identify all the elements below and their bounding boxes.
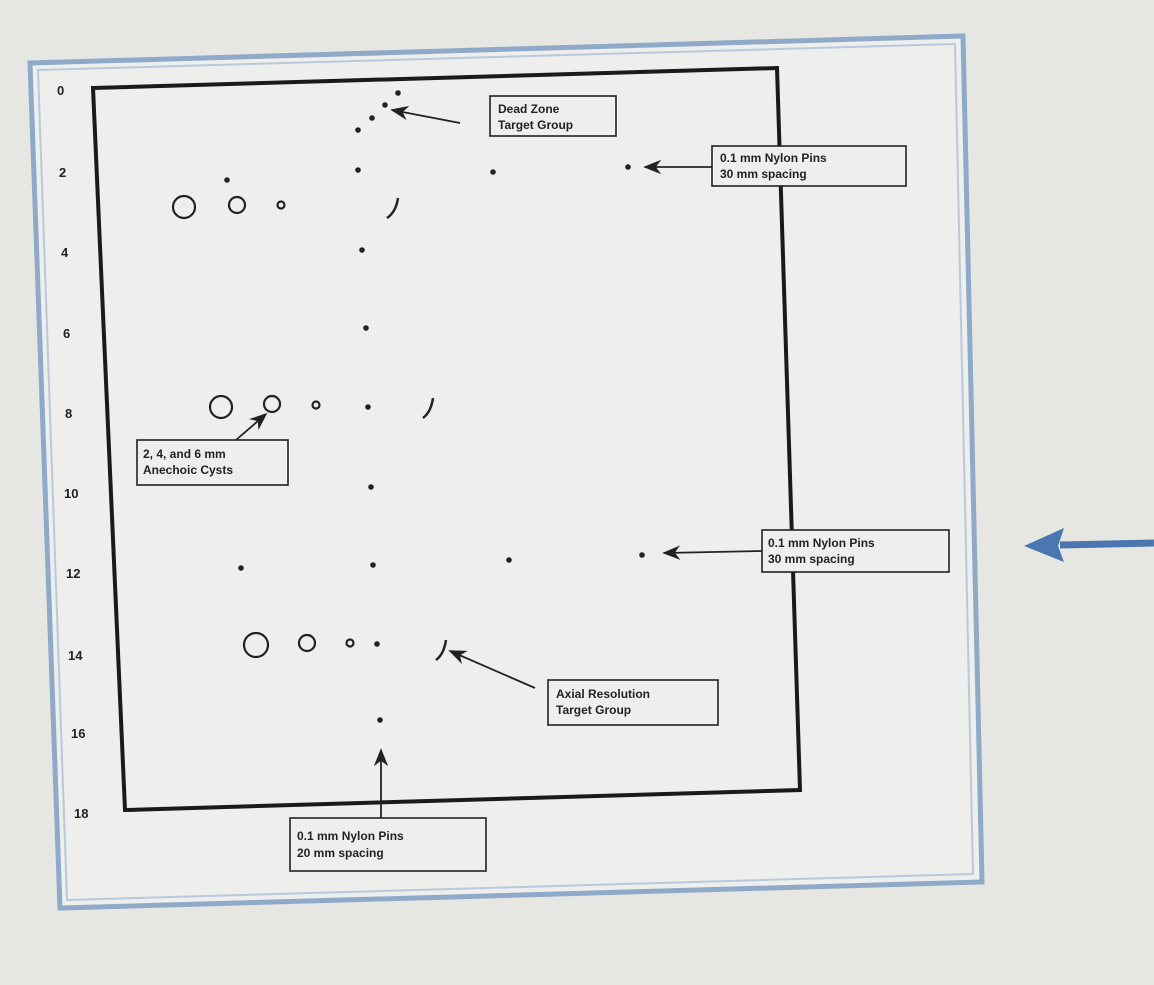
depth-tick: 4 [61, 245, 69, 260]
callout-nylon-pins-bottom: 0.1 mm Nylon Pins 20 mm spacing [289, 748, 487, 872]
svg-text:Target Group: Target Group [498, 118, 573, 132]
callout-dead-zone: Dead Zone Target Group [390, 95, 617, 137]
depth-tick: 16 [71, 726, 85, 741]
svg-text:2, 4, and 6 mm: 2, 4, and 6 mm [143, 447, 226, 461]
svg-text:0.1 mm Nylon Pins: 0.1 mm Nylon Pins [297, 829, 404, 843]
svg-text:0.1 mm Nylon Pins: 0.1 mm Nylon Pins [768, 536, 875, 550]
svg-text:20 mm spacing: 20 mm spacing [297, 846, 384, 860]
callout-axial-resolution: Axial Resolution Target Group [448, 650, 719, 726]
axial-resolution-marks [386, 197, 448, 661]
svg-text:30 mm spacing: 30 mm spacing [768, 552, 855, 566]
depth-axis: 0 2 4 6 8 10 12 14 16 18 [57, 83, 88, 821]
depth-tick: 8 [65, 406, 72, 421]
svg-text:30 mm spacing: 30 mm spacing [720, 167, 807, 181]
nylon-pins [224, 90, 645, 723]
depth-tick: 18 [74, 806, 88, 821]
depth-tick: 12 [66, 566, 80, 581]
depth-tick: 14 [68, 648, 83, 663]
svg-text:Dead Zone: Dead Zone [498, 102, 560, 116]
callout-anechoic-cysts: 2, 4, and 6 mm Anechoic Cysts [136, 412, 289, 486]
svg-text:0.1 mm Nylon Pins: 0.1 mm Nylon Pins [720, 151, 827, 165]
depth-tick: 0 [57, 83, 64, 98]
anechoic-cysts [171, 194, 355, 659]
phantom-outline [90, 65, 803, 813]
callout-nylon-pins-top: 0.1 mm Nylon Pins 30 mm spacing [643, 145, 907, 187]
depth-tick: 2 [59, 165, 66, 180]
arrow-left-icon [1024, 528, 1154, 562]
image-frame [27, 33, 985, 911]
svg-text:Target Group: Target Group [556, 703, 631, 717]
svg-text:Axial Resolution: Axial Resolution [556, 687, 650, 701]
depth-tick: 6 [63, 326, 70, 341]
svg-text:Anechoic Cysts: Anechoic Cysts [143, 463, 233, 477]
depth-tick: 10 [64, 486, 78, 501]
callout-nylon-pins-right: 0.1 mm Nylon Pins 30 mm spacing [662, 529, 950, 573]
